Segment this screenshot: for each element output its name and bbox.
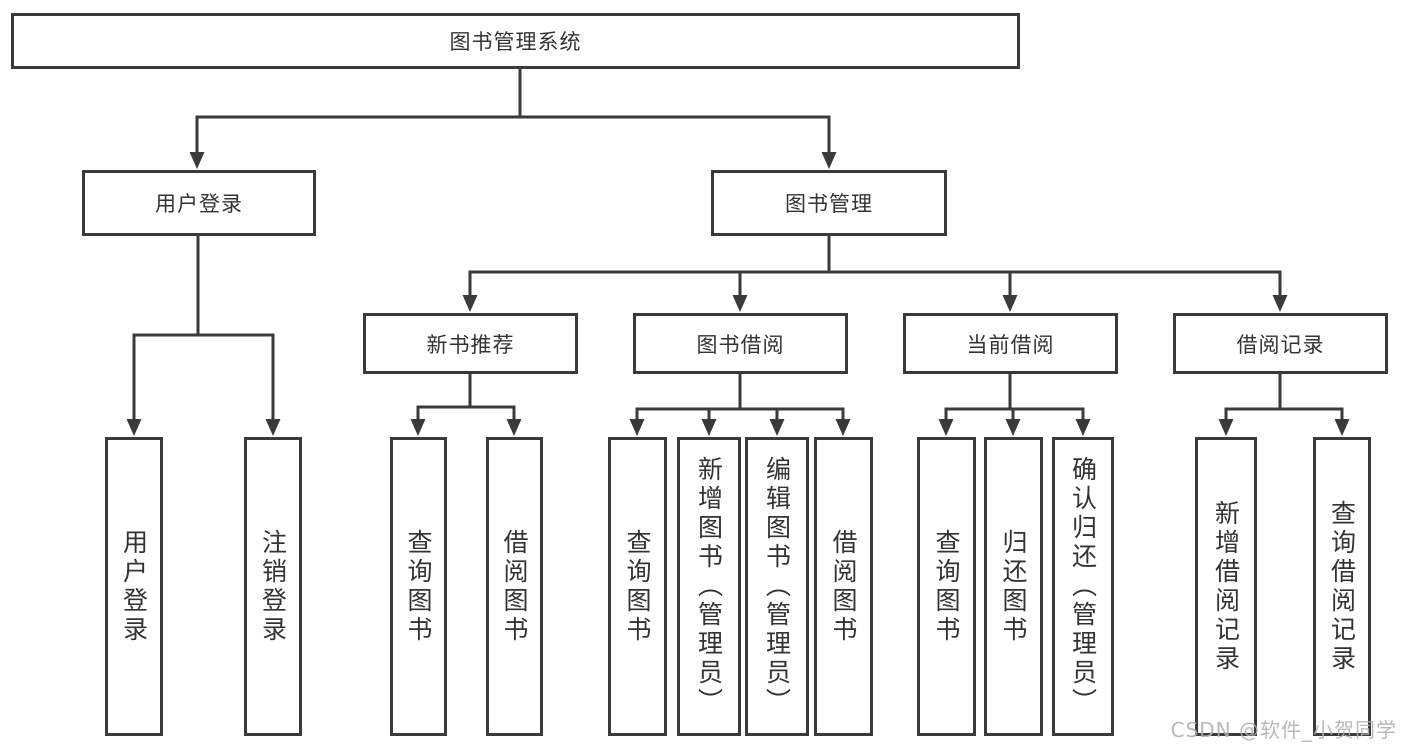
leaf-confirm-return-admin: 确认归还（管理员）	[1052, 437, 1114, 736]
watermark-text: CSDN @软件_小贺同学	[1170, 718, 1397, 742]
leaf-user-login: 用户登录	[105, 437, 163, 736]
node-user-login-label: 用户登录	[155, 192, 243, 216]
leaf-user-login-label: 用户登录	[119, 528, 149, 645]
leaf-add-book-admin-label: 新增图书（管理员）	[694, 456, 724, 717]
leaf-borrow-book-recommend-label: 借阅图书	[500, 528, 529, 645]
leaf-logout: 注销登录	[244, 437, 302, 736]
node-root: 图书管理系统	[11, 13, 1020, 69]
leaf-query-book-recommend: 查询图书	[390, 437, 447, 736]
node-book-borrow-label: 图书借阅	[696, 332, 785, 357]
leaf-query-book-recommend-label: 查询图书	[404, 528, 433, 645]
leaf-edit-book-admin: 编辑图书（管理员）	[745, 437, 809, 736]
node-current-borrow: 当前借阅	[903, 313, 1118, 374]
node-new-book-recommend: 新书推荐	[363, 313, 578, 374]
connector-paths	[132, 68, 1344, 420]
leaf-query-borrow-record: 查询借阅记录	[1313, 437, 1371, 736]
leaf-query-book-borrow: 查询图书	[608, 437, 667, 736]
node-borrow-record-label: 借阅记录	[1236, 332, 1325, 357]
leaf-add-borrow-record-label: 新增借阅记录	[1211, 499, 1241, 674]
leaf-query-borrow-record-label: 查询借阅记录	[1327, 499, 1357, 674]
node-borrow-record: 借阅记录	[1173, 313, 1388, 374]
node-current-borrow-label: 当前借阅	[966, 332, 1055, 357]
leaf-return-book-label: 归还图书	[999, 528, 1028, 645]
node-book-borrow: 图书借阅	[633, 313, 848, 374]
node-new-book-recommend-label: 新书推荐	[426, 332, 515, 357]
leaf-query-book-borrow-label: 查询图书	[623, 528, 652, 645]
leaf-edit-book-admin-label: 编辑图书（管理员）	[762, 456, 792, 717]
leaf-logout-label: 注销登录	[258, 528, 288, 645]
leaf-query-book-current: 查询图书	[917, 437, 976, 736]
leaf-return-book: 归还图书	[984, 437, 1043, 736]
leaf-add-book-admin: 新增图书（管理员）	[677, 437, 741, 736]
leaf-borrow-book: 借阅图书	[814, 437, 873, 736]
node-book-management-label: 图书管理	[785, 192, 873, 216]
leaf-borrow-book-recommend: 借阅图书	[486, 437, 543, 736]
leaf-add-borrow-record: 新增借阅记录	[1195, 437, 1257, 736]
node-root-label: 图书管理系统	[449, 30, 582, 54]
leaf-borrow-book-label: 借阅图书	[829, 528, 858, 645]
leaf-confirm-return-admin-label: 确认归还（管理员）	[1068, 456, 1098, 717]
leaf-query-book-current-label: 查询图书	[932, 528, 961, 645]
node-user-login: 用户登录	[82, 170, 316, 236]
node-book-management: 图书管理	[711, 170, 947, 236]
